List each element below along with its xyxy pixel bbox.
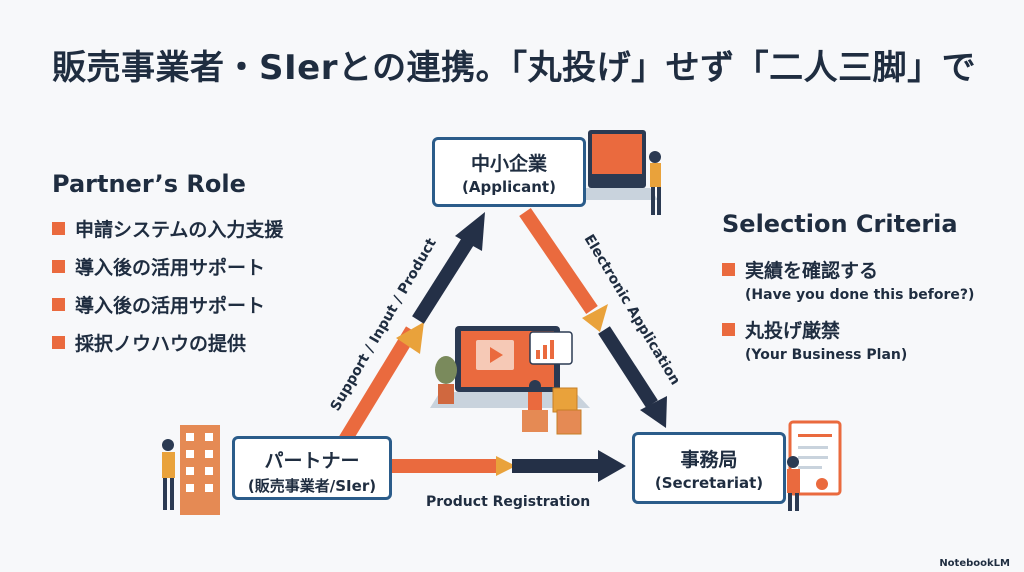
criteria-sub: (Your Business Plan)	[745, 347, 908, 363]
role-item: 採択ノウハウの提供	[52, 329, 283, 356]
notebooklm-logo: NotebookLM	[939, 558, 1010, 569]
secretariat-document-illustration	[787, 420, 842, 511]
bullet-icon	[52, 298, 65, 311]
applicant-laptop-illustration	[570, 130, 661, 215]
center-laptop-illustration	[430, 326, 590, 435]
criteria-item: 丸投げ厳禁 (Your Business Plan)	[722, 316, 974, 363]
role-item: 申請システムの入力支援	[52, 215, 283, 242]
bullet-icon	[52, 260, 65, 273]
bullet-icon	[52, 222, 65, 235]
arrow-applicant-to-secretariat	[519, 208, 667, 428]
role-item: 導入後の活用サポート	[52, 253, 283, 280]
criteria-item: 実績を確認する (Have you done this before?)	[722, 256, 974, 303]
role-item: 導入後の活用サポート	[52, 291, 283, 318]
arrow-partner-to-applicant	[339, 212, 485, 444]
selection-criteria-list: 実績を確認する (Have you done this before?) 丸投げ…	[722, 256, 974, 363]
bullet-icon	[722, 323, 735, 336]
partner-building-illustration	[162, 425, 220, 515]
node-partner: パートナー (販売事業者/SIer)	[232, 436, 392, 500]
partner-role-list: 申請システムの入力支援 導入後の活用サポート 導入後の活用サポート 採択ノウハウ…	[52, 215, 283, 367]
selection-criteria-heading: Selection Criteria	[722, 210, 958, 238]
arrow-partner-to-secretariat	[392, 450, 626, 482]
partner-role-heading: Partner’s Role	[52, 170, 246, 198]
node-secretariat: 事務局 (Secretariat)	[632, 432, 786, 504]
bullet-icon	[52, 336, 65, 349]
node-applicant: 中小企業 (Applicant)	[432, 137, 586, 207]
page-title: 販売事業者・SIerとの連携。「丸投げ」せず「二人三脚」で	[52, 48, 977, 88]
criteria-sub: (Have you done this before?)	[745, 287, 975, 303]
edge-label-registration: Product Registration	[426, 494, 590, 510]
bullet-icon	[722, 263, 735, 276]
